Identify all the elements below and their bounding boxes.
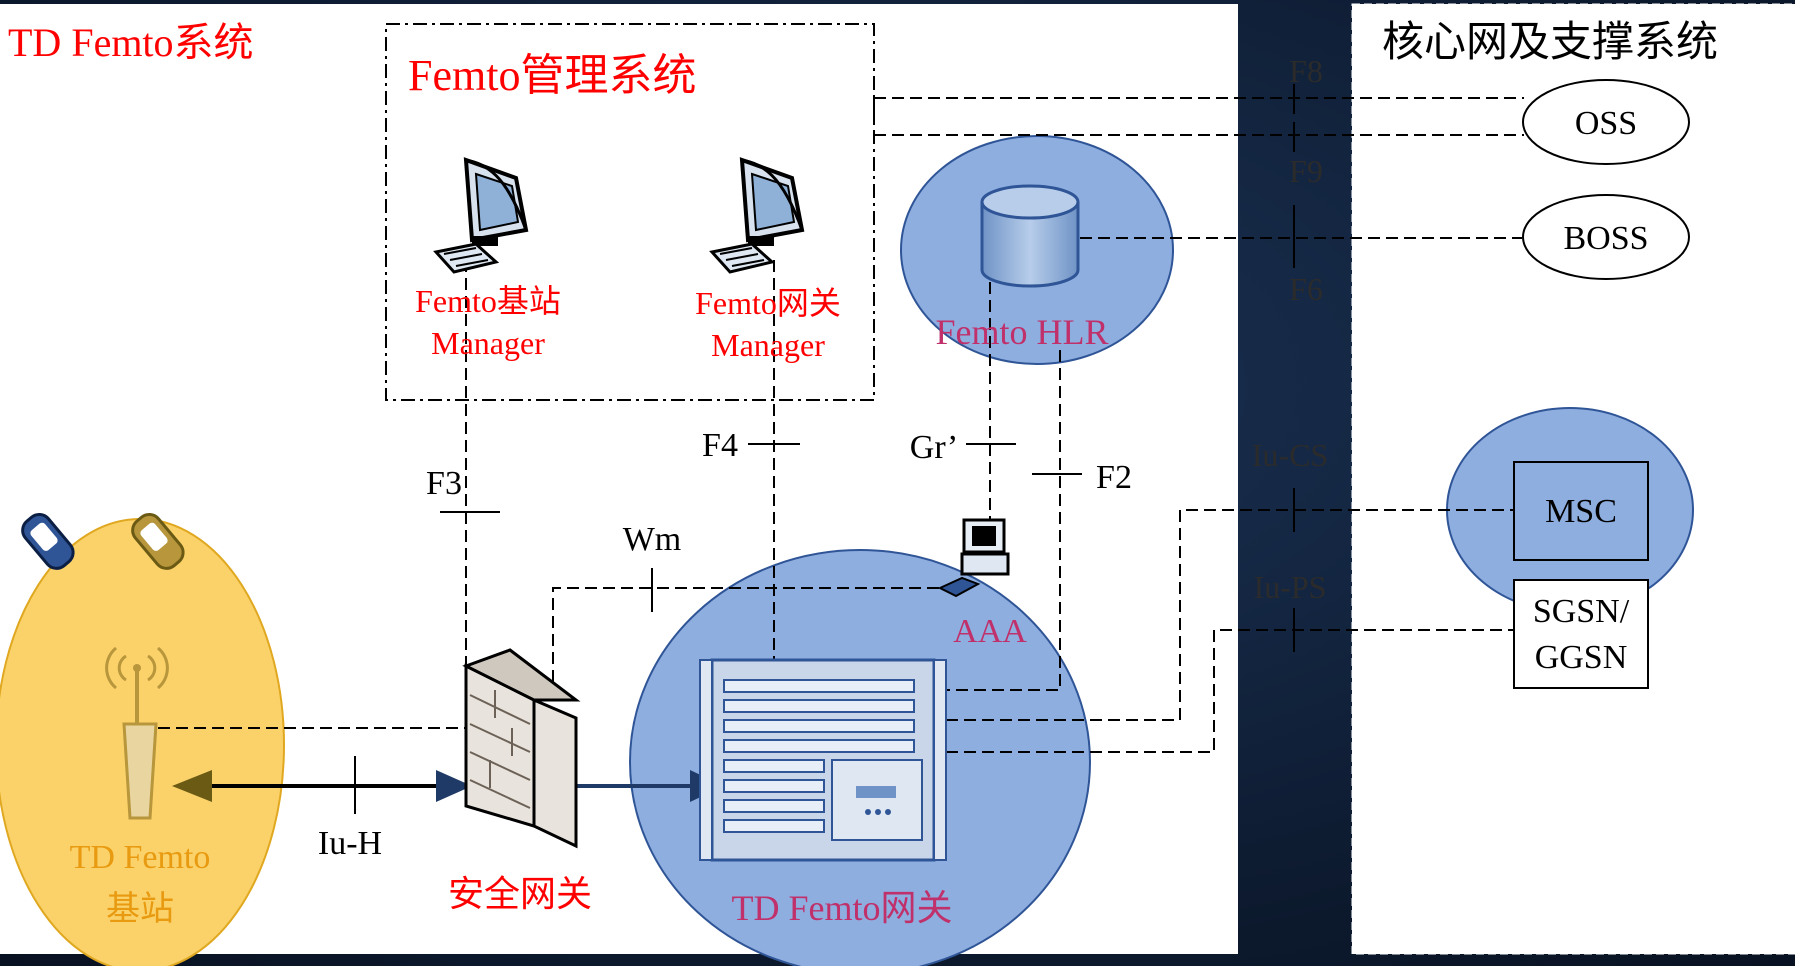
femto-gw-label: TD Femto网关 bbox=[732, 888, 953, 928]
sgsn-label-1: SGSN/ bbox=[1533, 593, 1630, 630]
femto-bs-icon bbox=[105, 646, 169, 820]
computer-icon bbox=[433, 157, 529, 274]
msc-label: MSC bbox=[1545, 493, 1617, 530]
gateway-rack-icon bbox=[699, 658, 947, 862]
gw-manager-label-2: Manager bbox=[711, 327, 825, 363]
f2-label: F2 bbox=[1096, 459, 1132, 496]
sgsn-label-2: GGSN bbox=[1535, 639, 1628, 676]
interface-ticks bbox=[354, 84, 1295, 814]
femto-bs-label-2: 基站 bbox=[106, 890, 174, 928]
f9-label: F9 bbox=[1289, 153, 1323, 189]
phone-icon bbox=[21, 512, 75, 570]
mgmt-box-title: Femto管理系统 bbox=[408, 51, 696, 100]
hlr-label: Femto HLR bbox=[935, 312, 1108, 352]
sec-gw-label: 安全网关 bbox=[448, 874, 592, 914]
database-icon bbox=[980, 184, 1080, 288]
f8-label: F8 bbox=[1289, 53, 1323, 89]
boss-label: BOSS bbox=[1563, 220, 1648, 257]
gw-manager-label-1: Femto网关 bbox=[695, 285, 841, 321]
iups-label: Iu-PS bbox=[1254, 569, 1327, 605]
wm-label: Wm bbox=[623, 521, 682, 558]
f6-label: F6 bbox=[1289, 271, 1323, 307]
iuh-label: Iu-H bbox=[318, 825, 382, 862]
oss-label: OSS bbox=[1575, 105, 1637, 142]
bs-manager-label-1: Femto基站 bbox=[415, 283, 561, 319]
left-panel-title: TD Femto系统 bbox=[8, 20, 254, 65]
f3-label: F3 bbox=[426, 465, 462, 502]
aaa-label: AAA bbox=[953, 613, 1027, 650]
right-panel-title: 核心网及支撑系统 bbox=[1382, 20, 1718, 66]
oss-node bbox=[1522, 79, 1690, 165]
iucs-label: Iu-CS bbox=[1252, 437, 1328, 473]
f4-label: F4 bbox=[702, 427, 738, 464]
mgmt-box bbox=[385, 23, 875, 401]
firewall-icon bbox=[462, 648, 581, 849]
phone-icon bbox=[131, 512, 185, 570]
gr-label: Gr’ bbox=[910, 429, 958, 466]
sgsn-ggsn-node bbox=[1513, 579, 1649, 689]
dashed-links bbox=[140, 97, 1524, 753]
computer-icon bbox=[709, 157, 805, 274]
bs-manager-label-2: Manager bbox=[431, 325, 545, 361]
iuh-link bbox=[172, 770, 472, 802]
aaa-server-icon bbox=[937, 518, 1010, 598]
femto-bs-label-1: TD Femto bbox=[70, 839, 211, 876]
boss-node bbox=[1522, 194, 1690, 280]
